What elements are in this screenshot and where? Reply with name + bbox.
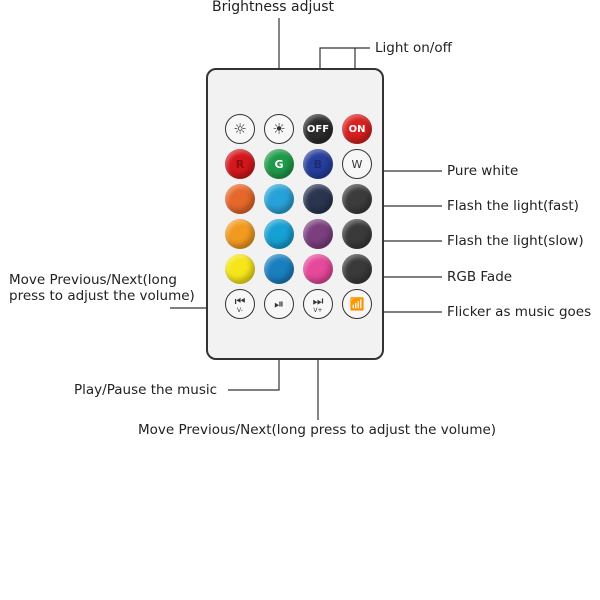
color-button-row5-0[interactable] (225, 254, 255, 284)
button-label: G (274, 157, 284, 171)
color-button-row4-1[interactable] (264, 219, 294, 249)
brightness-down-icon: ☼ (233, 120, 247, 138)
white-button[interactable]: W (342, 149, 372, 179)
button-label: ON (348, 123, 366, 135)
on-button[interactable]: ON (342, 114, 372, 144)
volume-label: V- (237, 307, 243, 314)
label-play-pause: Play/Pause the music (74, 382, 218, 398)
label-brightness: Brightness adjust (212, 0, 335, 15)
button-label: R (235, 157, 245, 171)
button-label: B (313, 157, 323, 171)
color-button-row4-0[interactable] (225, 219, 255, 249)
off-button[interactable]: OFF (303, 114, 333, 144)
color-button-row3-3[interactable] (342, 184, 372, 214)
color-button-row4-2[interactable] (303, 219, 333, 249)
color-button-row5-1[interactable] (264, 254, 294, 284)
next-icon: ⏭ (312, 293, 324, 308)
button-label: OFF (306, 123, 330, 135)
label-flash-fast: Flash the light(fast) (447, 198, 579, 214)
volume-label: V+ (313, 307, 323, 314)
label-move-left: Move Previous/Next(long press to adjust … (9, 272, 195, 304)
color-button-row3-0[interactable] (225, 184, 255, 214)
color-button-r[interactable]: R (225, 149, 255, 179)
music-bars-button[interactable]: 📶 (342, 289, 372, 319)
color-button-row4-3[interactable] (342, 219, 372, 249)
color-button-row5-3[interactable] (342, 254, 372, 284)
label-pure-white: Pure white (447, 163, 519, 179)
label-light-onoff: Light on/off (375, 40, 452, 56)
play-pause-button[interactable]: ⏯ (264, 289, 294, 319)
previous-button[interactable]: ⏮V- (225, 289, 255, 319)
color-button-row3-2[interactable] (303, 184, 333, 214)
color-button-b[interactable]: B (303, 149, 333, 179)
previous-icon: ⏮ (234, 293, 246, 308)
color-button-g[interactable]: G (264, 149, 294, 179)
button-label: W (351, 157, 363, 171)
music-bars-icon: 📶 (349, 297, 365, 311)
brightness-up-button[interactable]: ☀ (264, 114, 294, 144)
brightness-up-icon: ☀ (272, 120, 286, 138)
play-pause-icon: ⏯ (274, 296, 284, 311)
color-button-row3-1[interactable] (264, 184, 294, 214)
next-button[interactable]: ⏭V+ (303, 289, 333, 319)
label-flash-slow: Flash the light(slow) (447, 233, 584, 249)
label-flicker: Flicker as music goes (447, 304, 592, 320)
label-rgb-fade: RGB Fade (447, 269, 513, 285)
color-button-row5-2[interactable] (303, 254, 333, 284)
brightness-down-button[interactable]: ☼ (225, 114, 255, 144)
label-move-bottom: Move Previous/Next(long press to adjust … (138, 422, 497, 438)
